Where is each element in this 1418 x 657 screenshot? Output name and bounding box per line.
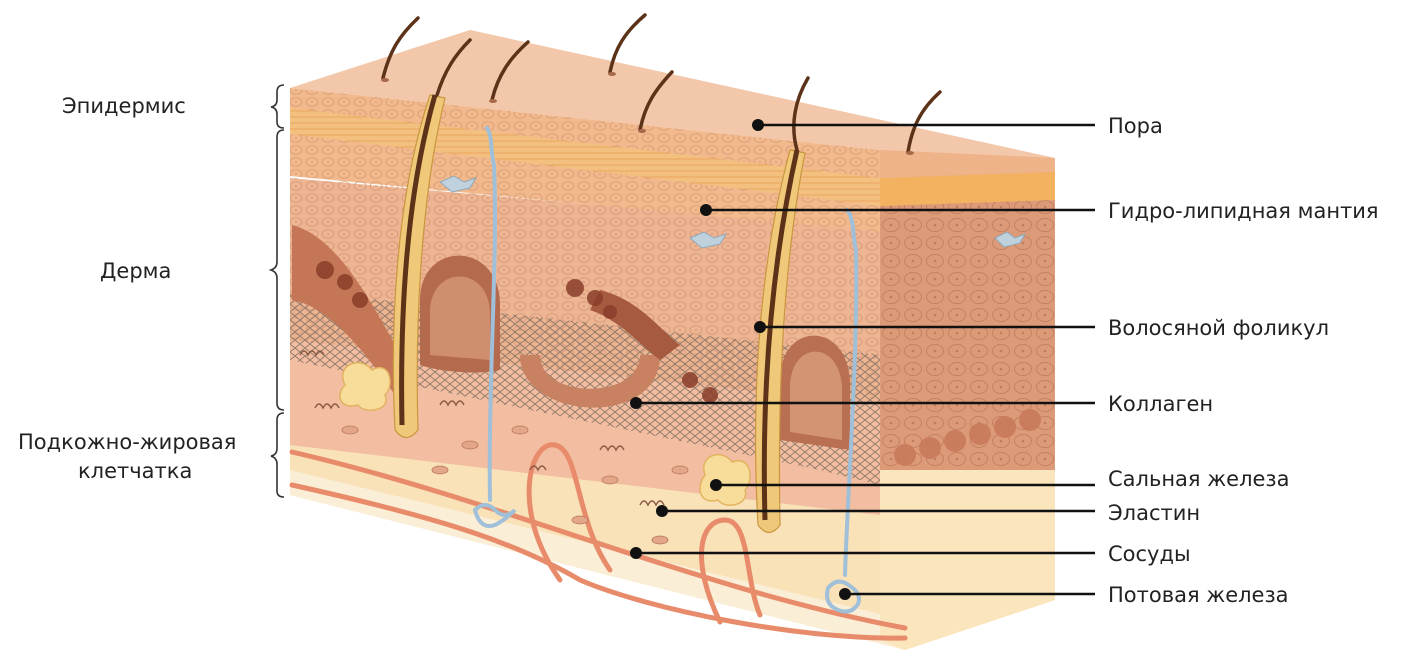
dermis-brace — [271, 130, 284, 410]
label-elastin: Эластин — [1108, 501, 1200, 525]
label-vessels: Сосуды — [1108, 542, 1191, 566]
label-collagen: Коллаген — [1108, 392, 1213, 416]
label-hypodermis-line1: Подкожно-жировая — [18, 430, 236, 454]
marker-sebaceous — [710, 479, 722, 491]
side-lipid-band — [880, 172, 1055, 206]
label-pore: Пора — [1108, 114, 1163, 138]
label-epidermis: Эпидермис — [62, 94, 186, 118]
label-hypodermis-line2: клетчатка — [78, 459, 192, 483]
label-sweat-gland: Потовая железа — [1108, 583, 1289, 607]
epidermis-brace — [271, 85, 284, 128]
marker-sweat — [839, 588, 851, 600]
skin-block-illustration — [290, 15, 1055, 650]
layer-braces — [271, 85, 284, 497]
side-fat — [880, 470, 1055, 650]
label-hydrolipid-mantle: Гидро-липидная мантия — [1108, 199, 1379, 223]
marker-elastin — [656, 505, 668, 517]
sebaceous-gland-left — [340, 363, 390, 410]
sebaceous-gland-right — [700, 455, 750, 506]
marker-follicle — [754, 321, 766, 333]
marker-hydrolipid — [700, 204, 712, 216]
marker-vessels — [630, 547, 642, 559]
marker-pore — [752, 119, 764, 131]
marker-collagen — [630, 397, 642, 409]
label-dermis: Дерма — [100, 259, 171, 283]
label-sebaceous-gland: Сальная железа — [1108, 467, 1289, 491]
hypodermis-brace — [271, 413, 284, 497]
label-hair-follicle: Волосяной фоликул — [1108, 316, 1329, 340]
